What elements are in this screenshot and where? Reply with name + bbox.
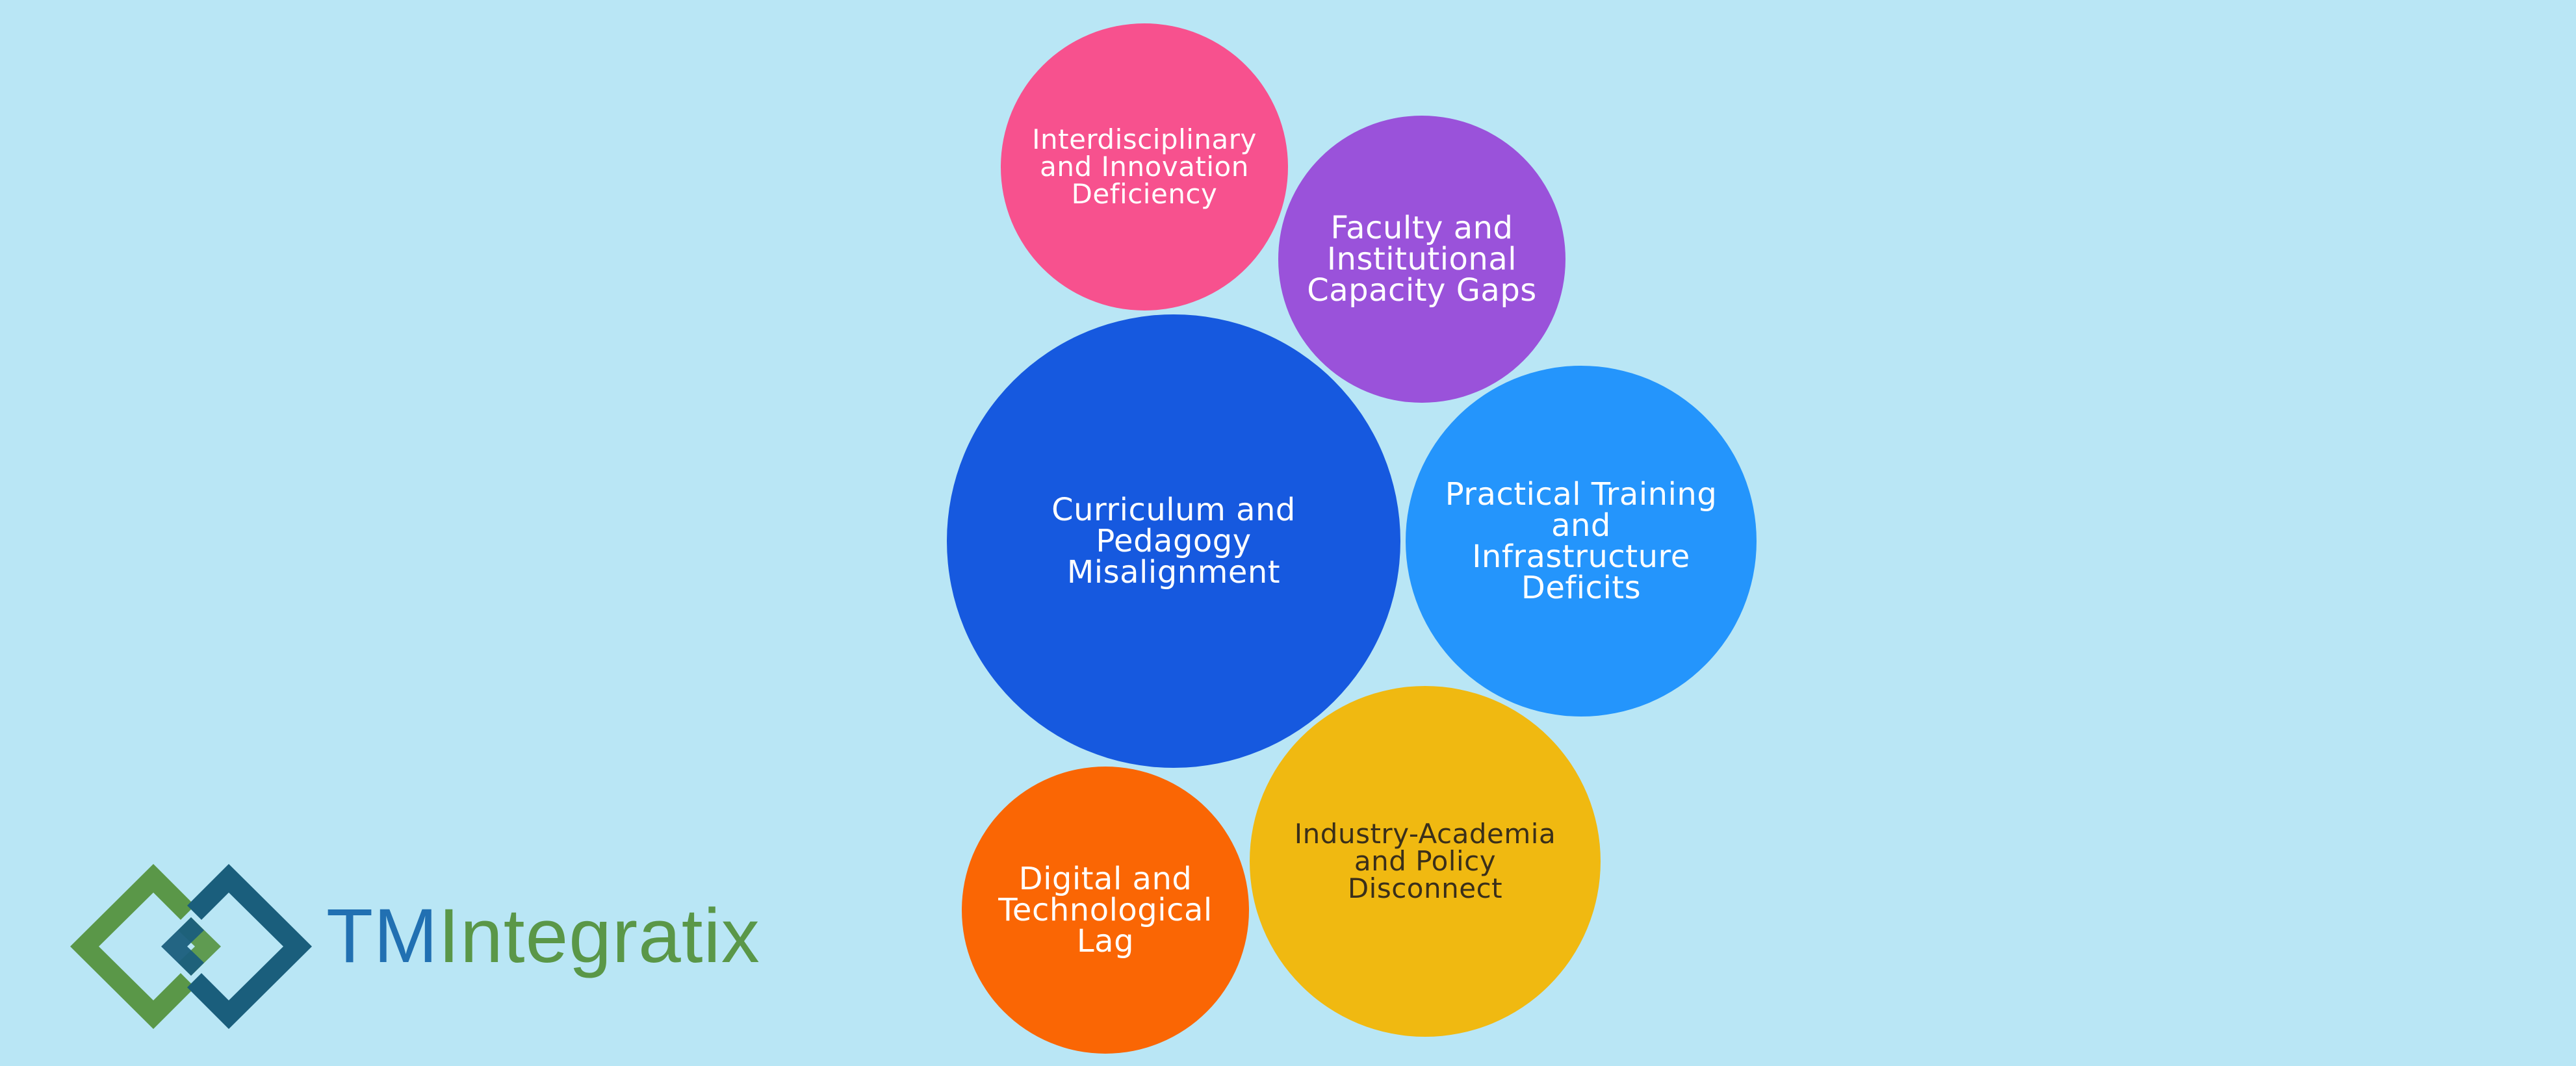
bubble-label: Interdisciplinary and Innovation Deficie…	[1032, 123, 1257, 210]
bubble-interdisciplinary-innovation-deficiency: Interdisciplinary and Innovation Deficie…	[1001, 23, 1288, 311]
bubble-label: Curriculum and Pedagogy Misalignment	[1051, 492, 1296, 590]
bubble-label: Faculty and Institutional Capacity Gaps	[1307, 210, 1537, 309]
bubble-digital-technological-lag: Digital and Technological Lag	[962, 767, 1249, 1054]
bubble-industry-academia-disconnect: Industry-Academia and Policy Disconnect	[1250, 686, 1601, 1037]
bubble-label: Digital and Technological Lag	[998, 861, 1213, 959]
logo-mark-icon	[70, 864, 312, 1029]
bubble-practical-training-deficits: Practical Training and Infrastructure De…	[1406, 366, 1757, 717]
logo-center-teal	[161, 917, 204, 976]
logo: TMIntegratix	[70, 864, 785, 1033]
logo-text-tm: TM	[326, 893, 439, 979]
bubble-label: Practical Training and Infrastructure De…	[1445, 476, 1718, 606]
logo-teal-diamond	[187, 864, 312, 1029]
bubble-faculty-capacity-gaps: Faculty and Institutional Capacity Gaps	[1278, 116, 1565, 403]
logo-text-integratix: Integratix	[438, 893, 760, 979]
bubble-curriculum-pedagogy-misalignment: Curriculum and Pedagogy Misalignment	[947, 314, 1400, 768]
bubble-label: Industry-Academia and Policy Disconnect	[1294, 818, 1556, 904]
logo-wordmark: TMIntegratix	[326, 898, 760, 974]
logo-green-diamond	[70, 864, 195, 1029]
